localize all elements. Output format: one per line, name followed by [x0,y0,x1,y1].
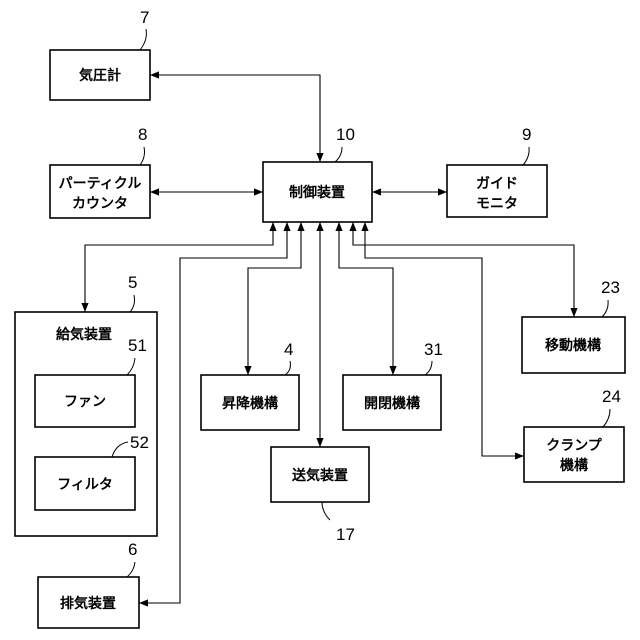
barometer-label: 気圧計 [79,67,121,84]
ref-filter: 52 [130,433,149,452]
controller-block: 制御装置 [263,162,372,222]
controller-label: 制御装置 [289,184,345,201]
link-controller-move [353,222,574,317]
lift-label: 昇降機構 [222,395,278,412]
particle-counter-label-line1: パーティクル [59,176,142,192]
ref-move: 23 [601,278,620,297]
ref-exhaust: 6 [128,540,137,559]
move-label: 移動機構 [545,337,601,354]
fan-label: ファン [64,394,106,410]
leader-controller [335,147,342,162]
leader-lift [285,361,290,375]
link-controller-airsupply [85,222,273,312]
connections [85,75,574,603]
guide-monitor-block: ガイド モニタ [447,165,547,217]
leader-exhaust [127,562,135,577]
fan-block: ファン [35,375,135,427]
ref-controller: 10 [336,125,355,144]
open-close-block: 開閉機構 [343,375,441,430]
ref-fan: 51 [128,336,147,355]
exhaust-label: 排気装置 [60,595,116,612]
ref-open-close: 31 [424,340,443,359]
clamp-label-line2: 機構 [560,457,588,474]
ref-air-supply: 5 [128,273,137,292]
move-block: 移動機構 [522,317,625,373]
open-close-label: 開閉機構 [364,395,420,412]
air-feed-block: 送気装置 [271,447,369,502]
air-supply-label: 給気装置 [56,326,112,343]
exhaust-block: 排気装置 [38,577,139,628]
clamp-label-line1: クランプ [546,438,603,454]
clamp-block: クランプ 機構 [524,427,624,482]
ref-lift: 4 [284,340,293,359]
guide-monitor-label-line1: ガイド [476,176,518,192]
filter-block: フィルタ [35,457,135,510]
ref-barometer: 7 [140,8,149,27]
lift-block: 昇降機構 [201,375,299,430]
leader-guide-monitor [523,147,529,165]
leader-open-close [425,361,432,375]
ref-particle-counter: 8 [138,125,147,144]
leader-barometer [140,29,146,50]
leader-particle-counter [140,147,145,165]
particle-counter-label-line2: カウンタ [72,196,128,212]
leader-air-feed [322,502,330,520]
particle-counter-block: パーティクル カウンタ [50,165,150,218]
filter-label: フィルタ [57,477,113,493]
leader-move [602,300,608,317]
ref-clamp: 24 [602,387,621,406]
link-barometer-controller [150,75,320,162]
ref-guide-monitor: 9 [522,125,531,144]
ref-air-feed: 17 [336,525,355,544]
air-feed-label: 送気装置 [291,467,348,484]
guide-monitor-label-line2: モニタ [476,196,518,212]
leader-air-supply [130,295,135,312]
leader-clamp [603,409,610,427]
barometer-block: 気圧計 [50,50,150,100]
